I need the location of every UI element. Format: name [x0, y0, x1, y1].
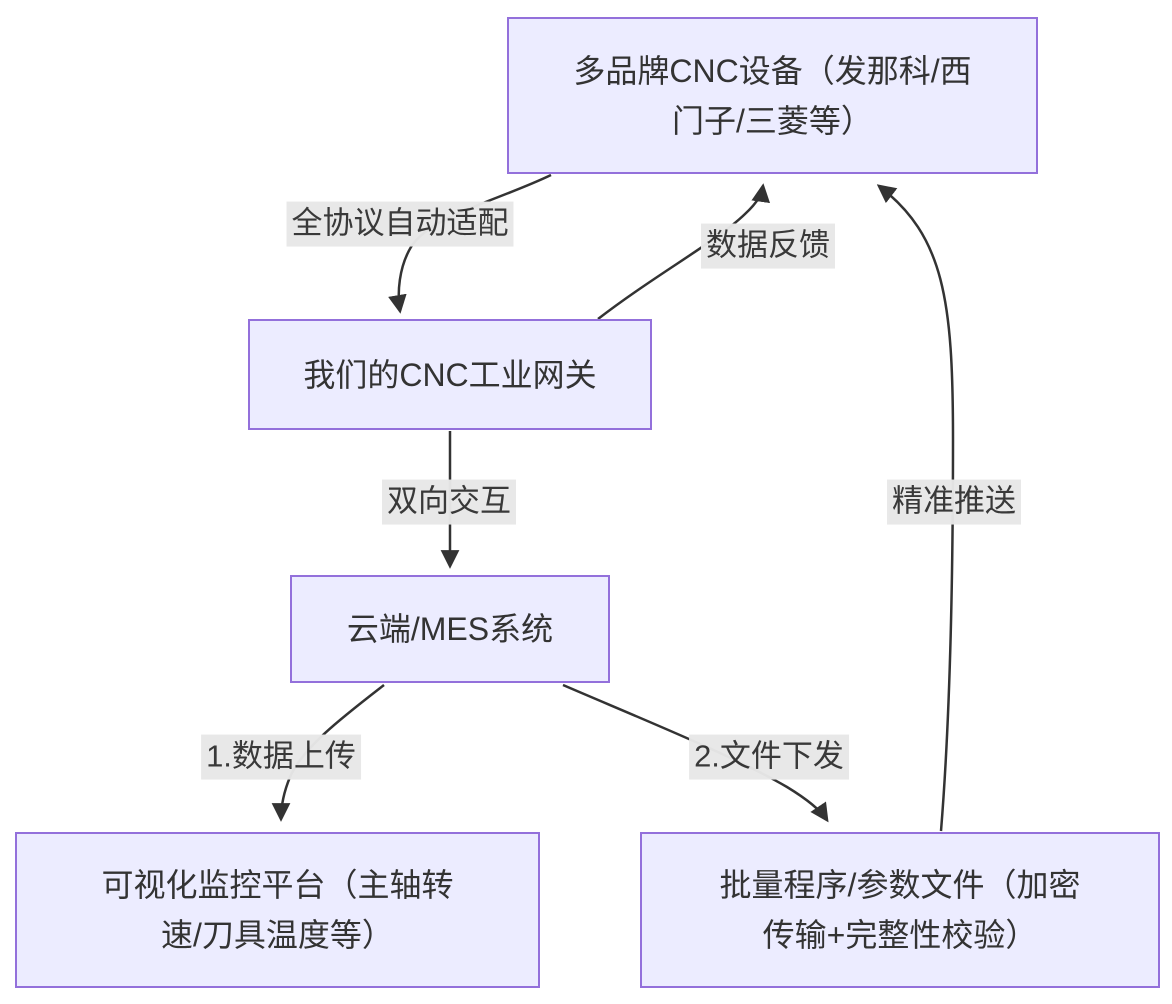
edge-precise-push-arrow [876, 184, 955, 832]
node-monitor-platform-label: 可视化监控平台（主轴转 速/刀具温度等） [101, 867, 454, 953]
edge-label-auto-adapt: 全协议自动适配 [286, 201, 514, 247]
node-monitor-platform: 可视化监控平台（主轴转 速/刀具温度等） [15, 832, 540, 988]
edge-label-data-feedback: 数据反馈 [701, 223, 835, 269]
node-gateway: 我们的CNC工业网关 [248, 319, 652, 430]
node-cloud-mes-label: 云端/MES系统 [346, 611, 554, 647]
edge-label-bidirectional: 双向交互 [382, 479, 516, 525]
node-cnc-devices: 多品牌CNC设备（发那科/西 门子/三菱等） [507, 17, 1038, 174]
edge-label-data-upload: 1.数据上传 [201, 734, 361, 780]
edge-label-precise-push: 精准推送 [887, 479, 1021, 525]
node-cloud-mes: 云端/MES系统 [290, 575, 610, 683]
edge-label-file-download: 2.文件下发 [689, 734, 849, 780]
node-gateway-label: 我们的CNC工业网关 [303, 356, 597, 393]
node-batch-files-label: 批量程序/参数文件（加密 传输+完整性校验） [719, 867, 1081, 953]
node-batch-files: 批量程序/参数文件（加密 传输+完整性校验） [640, 832, 1160, 988]
node-cnc-devices-label: 多品牌CNC设备（发那科/西 门子/三菱等） [573, 52, 972, 139]
